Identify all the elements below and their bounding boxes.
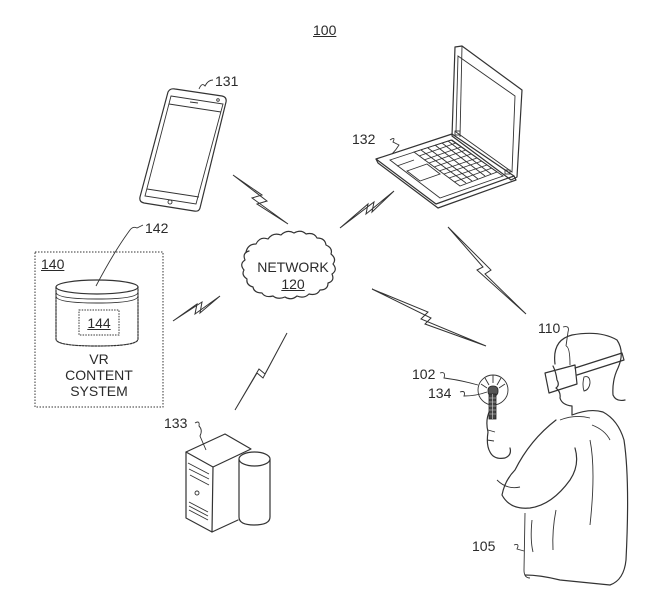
leader-142 [95,224,144,287]
wireless-link-server [234,332,288,411]
leader-133 [194,421,207,451]
laptop-ref-label: 132 [352,131,376,147]
wireless-link-hmd [447,226,527,315]
content-ref-label: 144 [87,315,111,331]
leader-134 [459,391,488,397]
vr-system-ref-label: 140 [41,256,65,272]
content-box-144 [78,309,120,336]
laptop-icon [375,45,523,209]
smartphone-ref-label: 131 [215,73,239,89]
wireless-link-laptop [339,190,395,229]
controller-light-ref-label: 134 [428,385,452,401]
server-icon [185,433,271,533]
network-label: NETWORK [257,259,329,275]
leader-131 [198,79,214,90]
vr-system-label-line-1: VR [89,351,109,367]
vr-controller-icon [477,374,509,420]
leader-132 [389,137,400,155]
server-ref-label: 133 [164,415,188,431]
wireless-link-user [371,288,487,347]
smartphone-icon [139,88,227,212]
leader-105 [513,544,525,552]
leader-110 [562,326,569,347]
vr-system-label-line-3: SYSTEM [70,383,128,399]
hmd-ref-label: 110 [538,320,561,336]
wireless-link-vr-system [172,295,221,322]
vr-system-label-line-2: CONTENT [65,367,133,383]
wireless-link-phone [232,174,289,225]
database-ref-label: 142 [145,220,169,236]
user-ref-label: 105 [472,538,496,554]
figure-reference-label: 100 [313,22,337,38]
database-icon [55,279,139,347]
controller-ref-label: 102 [412,366,436,382]
network-ref-label: 120 [281,276,305,292]
user-figure [486,332,629,586]
network-cloud-icon [241,230,336,300]
vr-content-system-box [34,251,164,408]
leader-102 [439,372,479,386]
